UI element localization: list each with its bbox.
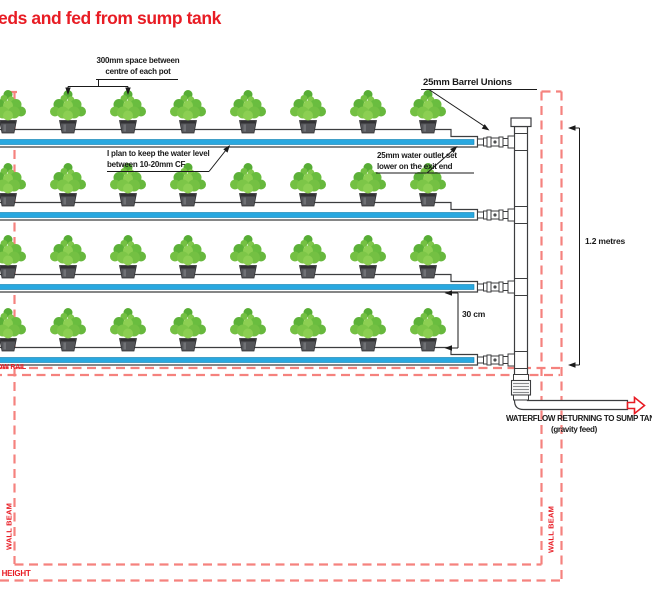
plant-r3-c2 — [50, 235, 86, 279]
water-outlet-line1: 25mm water outlet set — [377, 151, 457, 160]
water-outlet-line2: lower on the exit end — [377, 161, 453, 171]
water-level-line1: I plan to keep the water level — [107, 149, 210, 158]
water-line-3 — [0, 284, 475, 290]
plant-r1-c3 — [110, 90, 146, 134]
plant-r2-c3 — [110, 163, 146, 207]
plant-r3-c8 — [410, 235, 446, 279]
plant-r2-c1 — [0, 163, 26, 207]
plant-r1-c2 — [50, 90, 86, 134]
water-line-2 — [0, 212, 475, 218]
flow-arrow — [626, 395, 646, 416]
pot-spacing-line2: centre of each pot — [105, 66, 171, 76]
plant-r2-c4 — [170, 163, 206, 207]
water-outlet-callout: 25mm water outlet set lower on the exit … — [377, 151, 457, 172]
window-rail-label: OW RAIL — [0, 364, 26, 371]
pot-spacing-line1: 300mm space between — [96, 56, 180, 65]
plant-r4-c3 — [110, 308, 146, 352]
waterflow-label: WATERFLOW RETURNING TO SUMP TANK (gravit… — [506, 414, 652, 435]
pipe-body — [513, 125, 629, 411]
plant-r1-c6 — [290, 90, 326, 134]
height-line-label: R HEIGHT — [0, 569, 31, 578]
plant-r1-c1 — [0, 90, 26, 134]
plant-r3-c7 — [350, 235, 386, 279]
channel-gap-dimension-label: 30 cm — [462, 309, 486, 319]
barrel-unions-callout: 25mm Barrel Unions — [423, 77, 512, 88]
plant-r1-c7 — [350, 90, 386, 134]
plant-r3-c1 — [0, 235, 26, 279]
water-level-callout: I plan to keep the water level between 1… — [107, 149, 210, 170]
plant-r2-c5 — [230, 163, 266, 207]
plant-r3-c6 — [290, 235, 326, 279]
pipe-top-cap — [510, 117, 532, 128]
waterflow-line2: (gravity feed) — [550, 424, 598, 434]
dimension-pot-spacing — [65, 79, 178, 95]
outflow-arrow-icon — [626, 395, 646, 416]
plants — [0, 90, 446, 352]
dimension-pipe-height — [568, 125, 580, 368]
plant-r4-c1 — [0, 308, 26, 352]
wall-beam-right-label: WALL BEAM — [546, 505, 556, 554]
plant-r1-c5 — [230, 90, 266, 134]
water-line-1 — [0, 139, 475, 145]
water-level-line2: between 10-20mm CF — [107, 159, 186, 169]
return-pipe — [510, 117, 629, 411]
water-line-4 — [0, 357, 475, 363]
plant-r4-c5 — [230, 308, 266, 352]
plant-r4-c2 — [50, 308, 86, 352]
plant-r3-c3 — [110, 235, 146, 279]
plant-r2-c7 — [350, 163, 386, 207]
plant-r4-c4 — [170, 308, 206, 352]
down-pipe-union — [510, 374, 532, 401]
plant-r3-c4 — [170, 235, 206, 279]
plant-r1-c4 — [170, 90, 206, 134]
plant-r4-c6 — [290, 308, 326, 352]
wall-beam-left-label: WALL BEAM — [4, 502, 14, 551]
plant-r3-c5 — [230, 235, 266, 279]
pipe-height-dimension-label: 1.2 metres — [585, 236, 626, 246]
plant-r4-c7 — [350, 308, 386, 352]
plant-r2-c2 — [50, 163, 86, 207]
callout-leaders — [107, 89, 537, 174]
page-title: eds and fed from sump tank — [0, 8, 221, 28]
grow-channels — [0, 128, 479, 366]
red-dashed-boundaries — [0, 90, 563, 582]
plant-r2-c6 — [290, 163, 326, 207]
barrel-unions — [477, 133, 528, 369]
plant-r1-c8 — [410, 90, 446, 134]
plant-r2-c8 — [410, 163, 446, 207]
pot-spacing-callout: 300mm space between centre of each pot — [94, 56, 182, 77]
dimension-channel-gap — [444, 290, 459, 351]
plant-r4-c8 — [410, 308, 446, 352]
waterflow-line1: WATERFLOW RETURNING TO SUMP TANK — [506, 414, 652, 423]
